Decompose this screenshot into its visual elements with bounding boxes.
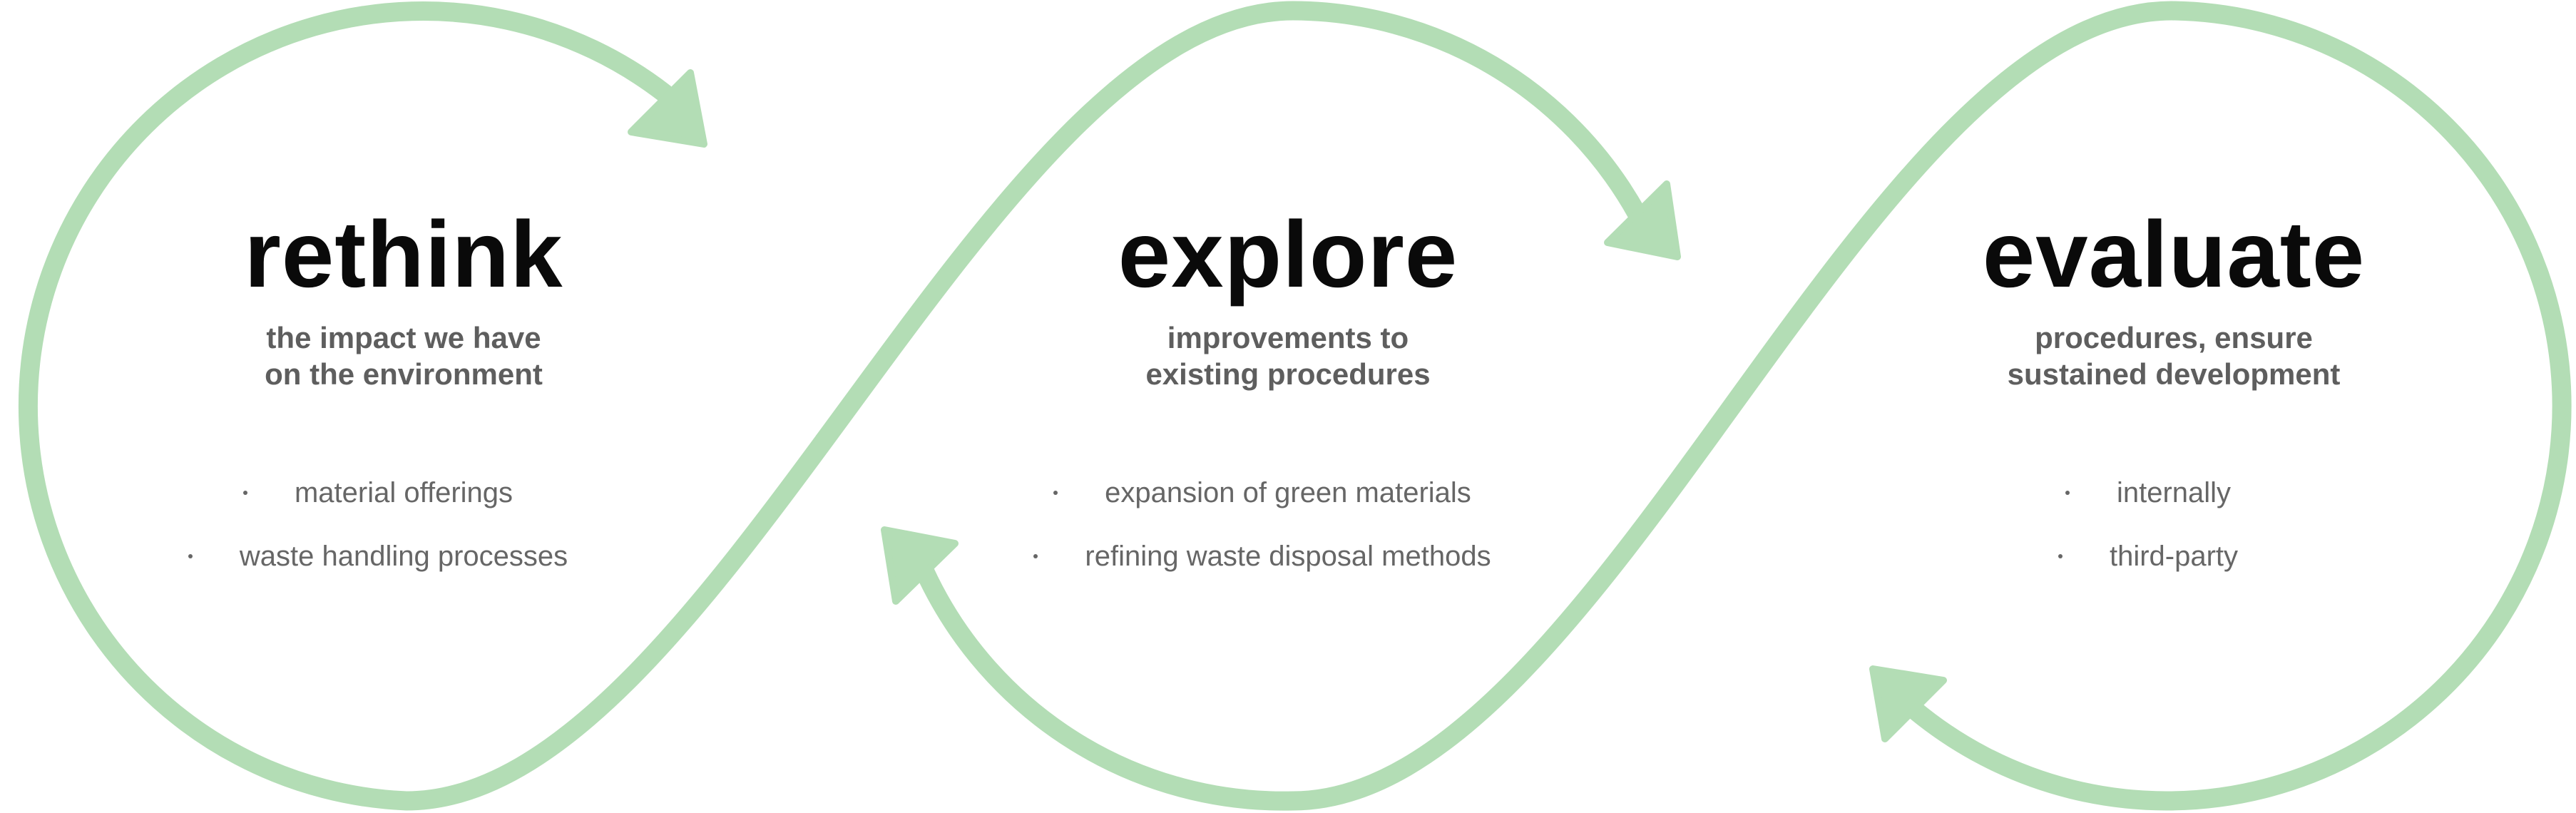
bullet-dot-icon [1053,491,1058,495]
subtitle-line: on the environment [265,357,543,391]
bullet-text: refining waste disposal methods [1085,541,1491,572]
bullet-list: expansion of green materials refining wa… [931,475,1645,602]
bullet-dot-icon [2058,554,2063,558]
bullet-item: third-party [1817,538,2530,602]
forward-loop-path [18,1,1647,811]
stage-subtitle: procedures, ensure sustained development [1817,319,2530,392]
bullet-text: material offerings [294,477,513,508]
stage-subtitle: the impact we have on the environment [47,319,760,392]
arrowhead-icon-explore-return [881,526,959,605]
arrowhead-icon-rethink [628,69,707,148]
bullet-text: expansion of green materials [1105,477,1471,508]
bullet-item: expansion of green materials [931,475,1645,538]
stage-title: explore [1118,202,1458,307]
bullet-list: material offerings waste handling proces… [47,475,760,602]
subtitle-line: sustained development [2007,357,2341,391]
bullet-text: third-party [2109,541,2239,572]
bullet-item: refining waste disposal methods [931,538,1645,602]
subtitle-line: procedures, ensure [2035,321,2313,354]
bullet-text: internally [2116,477,2232,508]
bullet-dot-icon [242,491,247,495]
bullet-text: waste handling processes [239,541,568,572]
stage-title: evaluate [1982,202,2366,307]
stage-subtitle: improvements to existing procedures [931,319,1645,392]
subtitle-line: improvements to [1167,321,1409,354]
stage-title: rethink [244,202,563,307]
bullet-item: internally [1817,475,2530,538]
bullet-dot-icon [1033,554,1038,558]
bullet-item: waste handling processes [47,538,760,602]
arrowhead-icon-evaluate-return [1869,665,1947,742]
subtitle-line: the impact we have [266,321,541,354]
bullet-dot-icon [188,554,193,558]
bullet-list: internally third-party [1817,475,2530,602]
arrowhead-icon-explore [1604,180,1681,260]
bullet-dot-icon [2065,491,2070,495]
bullet-item: material offerings [47,475,760,538]
return-loop-path [915,1,2572,811]
subtitle-line: existing procedures [1145,357,1431,391]
